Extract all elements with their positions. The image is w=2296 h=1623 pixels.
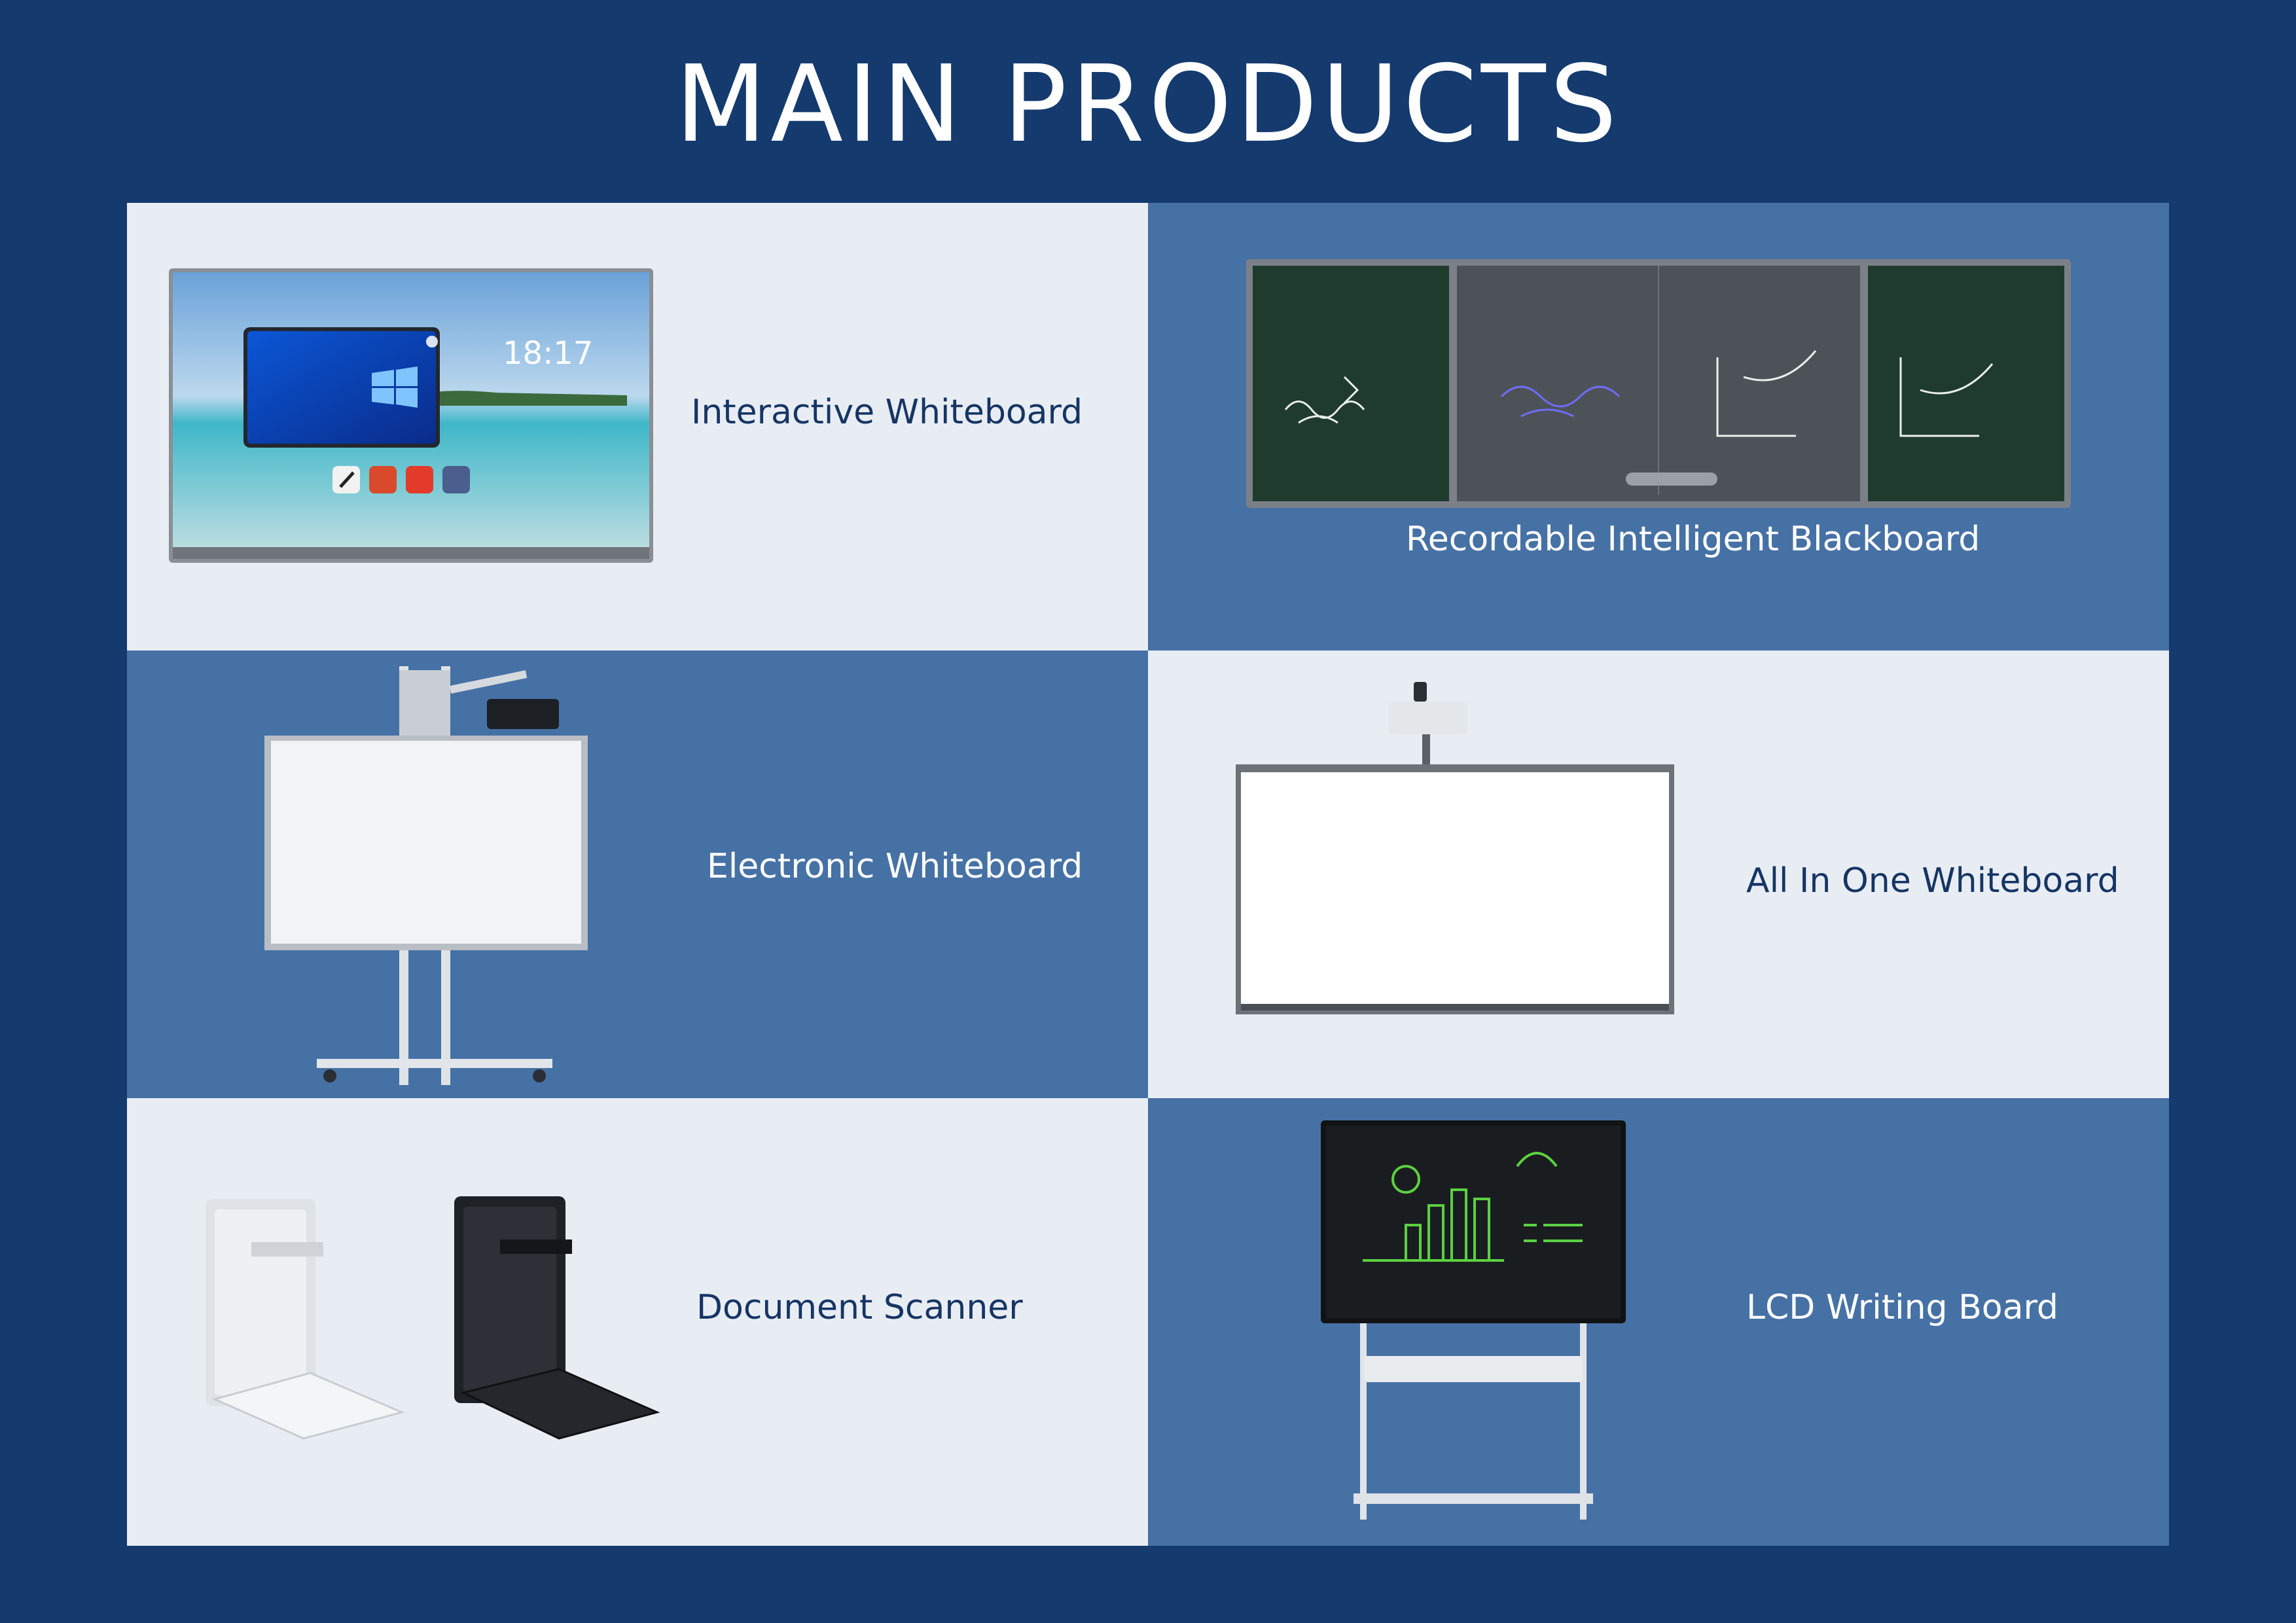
lcd-writing-board-image (1321, 1120, 1626, 1520)
page-title: MAIN PRODUCTS (675, 43, 1621, 166)
product-card-document-scanner[interactable]: Document Scanner (127, 1098, 1148, 1546)
screen-clock: 18:17 (503, 335, 593, 372)
recordable-blackboard-image (1246, 259, 2071, 508)
product-card-interactive-whiteboard[interactable]: 18:17 Interactive Whiteboard (127, 203, 1148, 651)
electronic-whiteboard-image (264, 666, 588, 1085)
product-label[interactable]: All In One Whiteboard (1746, 861, 2119, 901)
product-label[interactable]: Recordable Intelligent Blackboard (1406, 520, 1981, 559)
product-card-electronic-whiteboard[interactable]: Electronic Whiteboard (127, 651, 1148, 1098)
product-card-lcd-writing-board[interactable]: LCD Writing Board (1148, 1098, 2169, 1546)
product-label[interactable]: LCD Writing Board (1746, 1288, 2058, 1327)
product-label[interactable]: Interactive Whiteboard (691, 393, 1083, 432)
product-card-recordable-blackboard[interactable]: Recordable Intelligent Blackboard (1148, 203, 2169, 651)
all-in-one-whiteboard-image (1236, 682, 1674, 1014)
document-scanner-image (206, 1196, 660, 1440)
product-card-all-in-one-whiteboard[interactable]: All In One Whiteboard (1148, 651, 2169, 1098)
interactive-whiteboard-image: 18:17 (169, 268, 653, 563)
products-grid: 18:17 Interactive Whiteboard (127, 203, 2169, 1546)
product-label[interactable]: Electronic Whiteboard (707, 847, 1083, 886)
product-label[interactable]: Document Scanner (696, 1288, 1023, 1327)
